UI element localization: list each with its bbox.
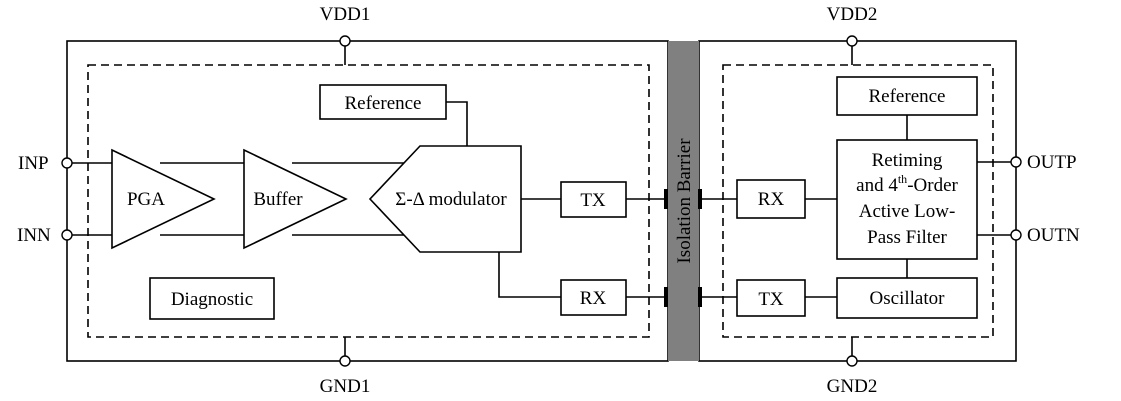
side1-tx-label: TX [580,190,606,211]
modulator-label: Σ-Δ modulator [395,189,507,210]
side2-reference-block [836,76,978,116]
sigma-delta-modulator [368,145,522,253]
side1-tx-block [560,181,627,218]
filter-label-line3: Active Low- [859,201,956,222]
vdd1-terminal [339,35,351,47]
side2-tx-label: TX [758,289,784,310]
diagnostic-label: Diagnostic [171,289,253,310]
vdd1-label: VDD1 [320,4,371,25]
side1-rx-block [560,279,627,316]
inn-label: INN [17,225,51,246]
isolation-barrier [668,41,699,361]
inp-terminal [61,157,73,169]
buffer-label: Buffer [253,189,303,210]
side1-core-region [87,64,650,338]
gnd1-terminal [339,355,351,367]
pga-label: PGA [127,189,165,210]
side2-rx-block [736,179,806,219]
gnd1-label: GND1 [320,376,371,397]
outp-terminal [1010,156,1022,168]
outn-terminal [1010,229,1022,241]
oscillator-block [836,277,978,319]
inp-label: INP [18,153,49,174]
gnd2-terminal [846,355,858,367]
vdd2-label: VDD2 [827,4,878,25]
outp-label: OUTP [1027,152,1077,173]
filter-label-line2: and 4th-Order [856,172,958,196]
side2-reference-label: Reference [869,86,946,107]
filter-label-line4: Pass Filter [867,227,947,248]
filter-label-line1: Retiming [872,150,943,171]
pga-amplifier [111,148,216,250]
side1-reference-label: Reference [345,93,422,114]
side1-rx-label: RX [580,288,607,309]
inn-terminal [61,229,73,241]
side2-tx-block [736,279,806,317]
vdd2-terminal [846,35,858,47]
oscillator-label: Oscillator [870,288,946,309]
diagnostic-block [149,277,275,320]
side2-core-region [722,64,994,338]
outn-label: OUTN [1027,225,1080,246]
side2-rx-label: RX [758,189,785,210]
gnd2-label: GND2 [827,376,878,397]
buffer-amplifier [243,148,348,250]
isolation-barrier-label: Isolation Barrier [674,138,695,264]
retiming-filter-block [836,139,978,260]
